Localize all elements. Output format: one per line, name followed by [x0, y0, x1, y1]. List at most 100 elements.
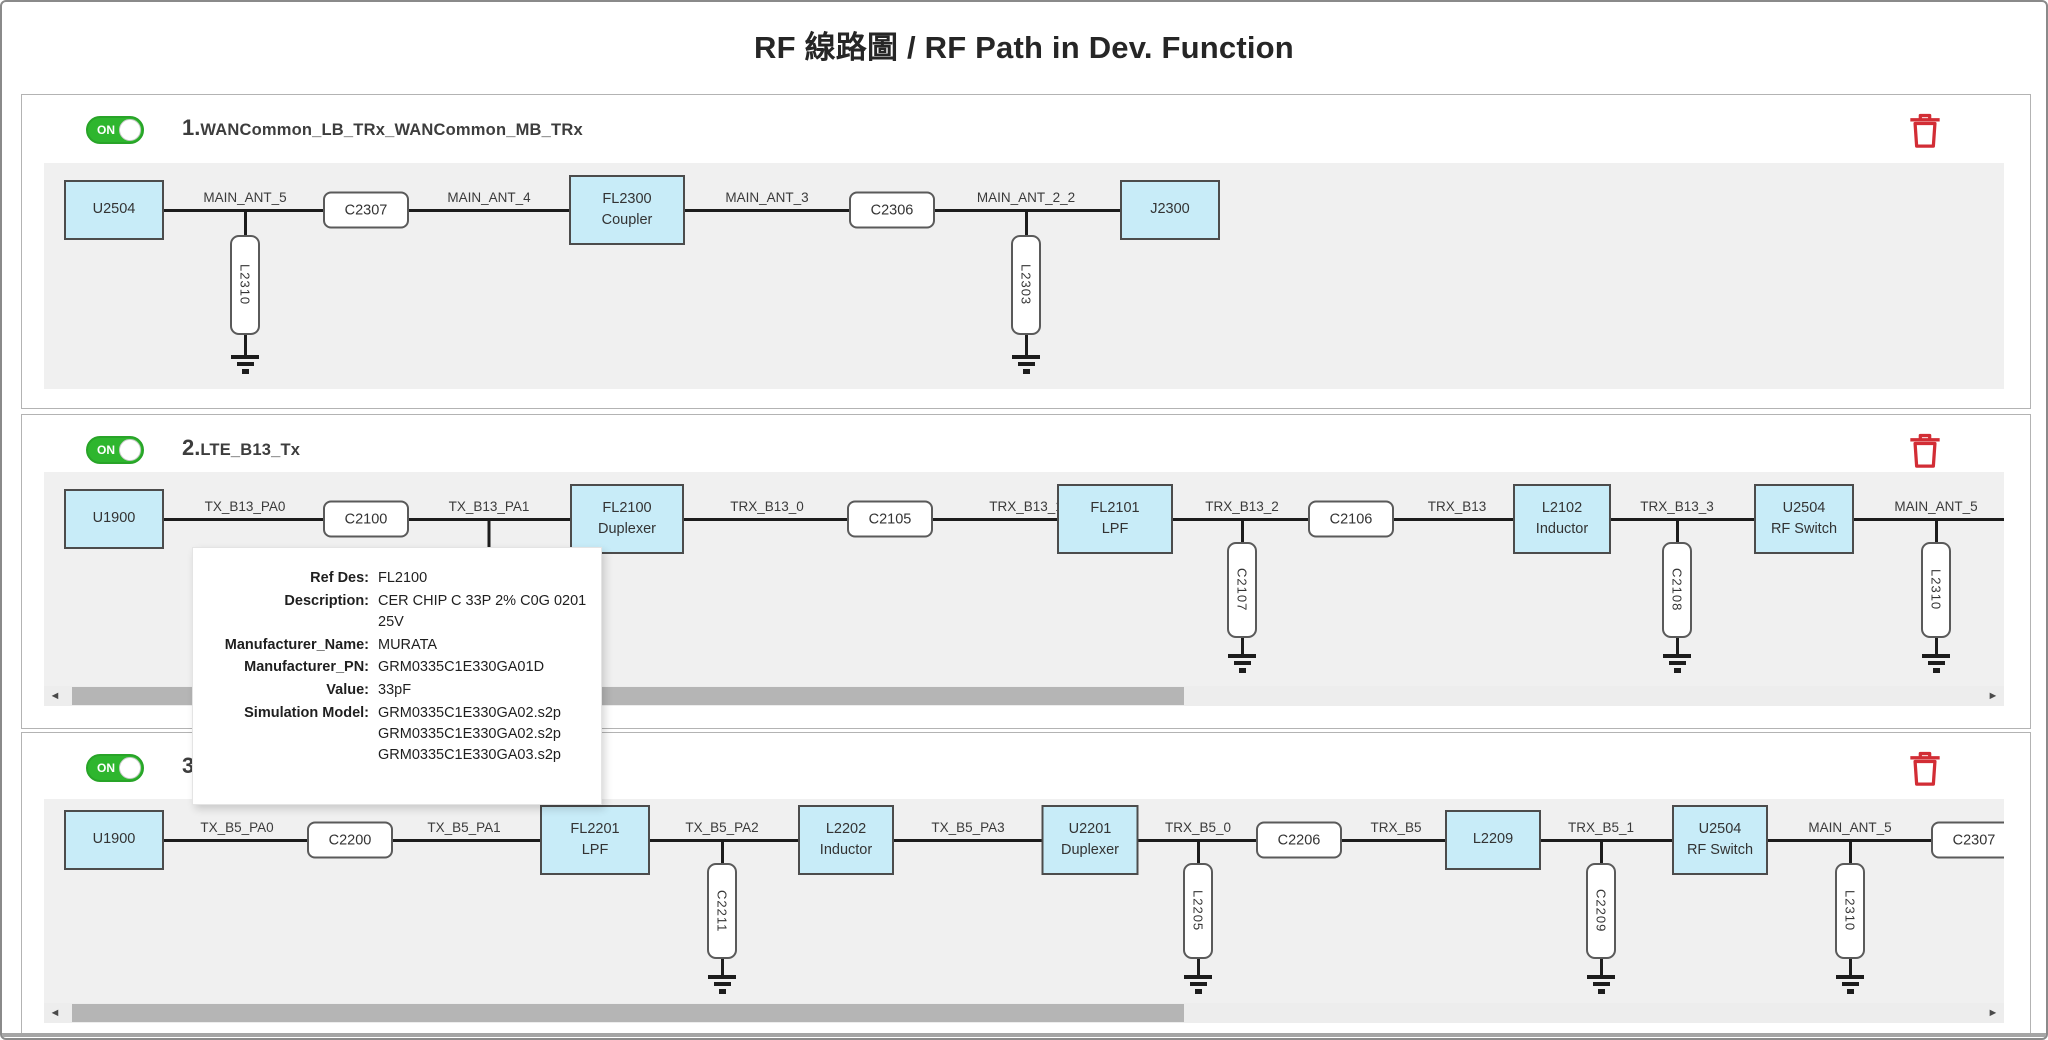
- net-label-trx_b13_1: TRX_B13_1: [989, 499, 1063, 514]
- net-label-tx_b5_pa1: TX_B5_PA1: [427, 820, 501, 835]
- ground-bar: [1922, 654, 1950, 658]
- wire-stub: [243, 335, 247, 355]
- component-l2310[interactable]: L2310: [1835, 863, 1865, 959]
- component-label: U2504: [92, 201, 136, 218]
- component-c2106[interactable]: C2106: [1308, 500, 1394, 538]
- tooltip-row: Ref Des:FL2100: [193, 569, 589, 590]
- ground-symbol: [231, 355, 259, 374]
- component-label: Inductor: [819, 842, 873, 858]
- component-c2211[interactable]: C2211: [707, 863, 737, 959]
- component-c2209[interactable]: C2209: [1586, 863, 1616, 959]
- component-label: U1900: [92, 510, 136, 527]
- component-l2209[interactable]: L2209: [1445, 810, 1541, 870]
- component-label: L2102: [1541, 499, 1583, 516]
- component-c2105[interactable]: C2105: [847, 500, 933, 538]
- shunt-branch: L2310: [1921, 518, 1951, 673]
- ground-bar: [713, 982, 731, 986]
- tooltip-label: Simulation Model:: [244, 705, 369, 722]
- component-c2100[interactable]: C2100: [323, 500, 409, 538]
- scrollbar-thumb[interactable]: [72, 1004, 1184, 1022]
- panel-name: WANCommon_LB_TRx_WANCommon_MB_TRx: [200, 121, 583, 139]
- ground-bar: [1184, 975, 1212, 979]
- net-label-trx_b5: TRX_B5: [1370, 820, 1422, 835]
- net-label-main_ant_2_2: MAIN_ANT_2_2: [976, 190, 1076, 205]
- component-c2307[interactable]: C2307: [1931, 821, 2004, 859]
- ground-symbol: [1663, 654, 1691, 673]
- ground-symbol: [1228, 654, 1256, 673]
- component-c2306[interactable]: C2306: [849, 191, 935, 229]
- wire-stub: [243, 209, 247, 235]
- tooltip-value: GRM0335C1E330GA01D: [378, 659, 545, 676]
- component-u1900[interactable]: U1900: [64, 810, 164, 870]
- component-label: FL2300: [602, 190, 652, 207]
- tooltip-label: Value:: [326, 682, 369, 699]
- component-l2205[interactable]: L2205: [1183, 863, 1213, 959]
- component-l2310[interactable]: L2310: [230, 235, 260, 335]
- component-c2200[interactable]: C2200: [307, 821, 393, 859]
- component-c2108[interactable]: C2108: [1662, 542, 1692, 638]
- component-u2504[interactable]: U2504: [64, 180, 164, 240]
- tooltip-values: FL2100: [378, 569, 427, 590]
- component-c2307[interactable]: C2307: [323, 191, 409, 229]
- wire-stub: [1024, 335, 1028, 355]
- tooltip-value: GRM0335C1E330GA03.s2p: [378, 746, 561, 763]
- page-title: RF 線路圖 / RF Path in Dev. Function: [754, 30, 1294, 65]
- scrollbar-track[interactable]: [66, 1003, 1982, 1023]
- wire-stub: [1240, 518, 1244, 542]
- ground-dot: [1673, 668, 1681, 673]
- bottom-scroll-strip: [2, 1033, 2046, 1037]
- component-label: J2300: [1150, 201, 1190, 218]
- wire-stub: [1240, 638, 1244, 654]
- ground-symbol: [1922, 654, 1950, 673]
- tooltip-value: 25V: [378, 613, 404, 630]
- delete-button[interactable]: [1908, 111, 1942, 151]
- net-label-trx_b13_3: TRX_B13_3: [1640, 499, 1714, 514]
- panel-index: 1.: [182, 115, 201, 140]
- tooltip-label: Manufacturer_PN:: [244, 659, 369, 676]
- scrollbar-right-arrow[interactable]: ►: [1987, 1007, 1999, 1019]
- wire-stub: [720, 839, 724, 863]
- ground-dot: [718, 989, 726, 994]
- ground-bar: [1668, 661, 1686, 665]
- net-label-trx_b5_0: TRX_B5_0: [1164, 820, 1232, 835]
- net-label-tx_b13_pa1: TX_B13_PA1: [448, 499, 530, 514]
- component-l2310[interactable]: L2310: [1921, 542, 1951, 638]
- component-j2300[interactable]: J2300: [1120, 180, 1220, 240]
- ground-bar: [1012, 355, 1040, 359]
- component-u1900[interactable]: U1900: [64, 489, 164, 549]
- trash-icon: [1910, 113, 1940, 148]
- tooltip-row: Value:33pF: [193, 681, 589, 702]
- component-l2303[interactable]: L2303: [1011, 235, 1041, 335]
- scrollbar-right-arrow[interactable]: ►: [1987, 690, 1999, 702]
- wire-stub: [1599, 839, 1603, 863]
- wire-stub: [1934, 638, 1938, 654]
- shunt-branch: L2310: [1835, 839, 1865, 994]
- power-toggle[interactable]: ON: [86, 754, 144, 782]
- power-toggle[interactable]: ON: [86, 116, 144, 144]
- scrollbar-left-arrow[interactable]: ◄: [49, 1007, 61, 1019]
- wire-stub: [1024, 209, 1028, 235]
- component-label: Coupler: [601, 212, 653, 228]
- component-c2107[interactable]: C2107: [1227, 542, 1257, 638]
- component-c2206[interactable]: C2206: [1256, 821, 1342, 859]
- net-label-tx_b5_pa2: TX_B5_PA2: [685, 820, 759, 835]
- delete-button[interactable]: [1908, 749, 1942, 789]
- delete-button[interactable]: [1908, 431, 1942, 471]
- component-label: L2202: [825, 820, 867, 837]
- toggle-knob: [119, 119, 141, 141]
- scrollbar-left-arrow[interactable]: ◄: [49, 690, 61, 702]
- power-toggle[interactable]: ON: [86, 436, 144, 464]
